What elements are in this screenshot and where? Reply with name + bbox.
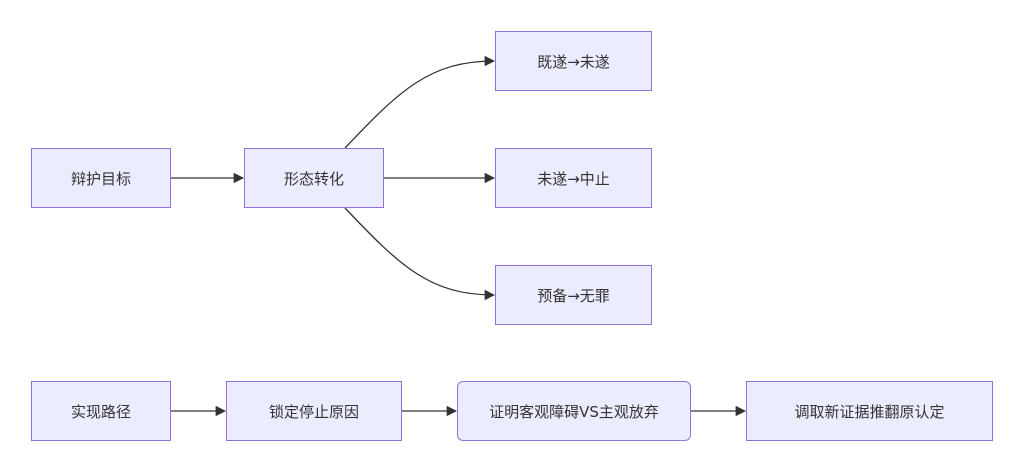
node-form-transformation: 形态转化 xyxy=(244,148,384,208)
node-lock-stop-reason: 锁定停止原因 xyxy=(226,381,402,441)
node-label: 证明客观障碍VS主观放弃 xyxy=(489,402,659,421)
node-label: 调取新证据推翻原认定 xyxy=(794,402,945,421)
node-collect-new-evidence: 调取新证据推翻原认定 xyxy=(746,381,993,441)
node-label: 预备→无罪 xyxy=(537,286,610,305)
node-label: 未遂→中止 xyxy=(537,169,610,188)
node-label: 形态转化 xyxy=(283,169,344,188)
node-outcome-accomplished-to-attempted: 既遂→未遂 xyxy=(495,31,652,91)
edge-transform-to-outcome-1 xyxy=(344,55,496,149)
node-label: 既遂→未遂 xyxy=(537,52,610,71)
node-outcome-attempted-to-discontinued: 未遂→中止 xyxy=(495,148,652,208)
node-label: 锁定停止原因 xyxy=(268,402,359,421)
node-outcome-preparation-to-innocent: 预备→无罪 xyxy=(495,265,652,325)
node-implementation-path: 实现路径 xyxy=(31,381,171,441)
node-label: 辩护目标 xyxy=(70,169,131,188)
node-prove-obstacle-vs-abandon: 证明客观障碍VS主观放弃 xyxy=(457,381,691,441)
node-label: 实现路径 xyxy=(70,402,131,421)
edge-transform-to-outcome-3 xyxy=(344,207,496,301)
node-defense-goal: 辩护目标 xyxy=(31,148,171,208)
